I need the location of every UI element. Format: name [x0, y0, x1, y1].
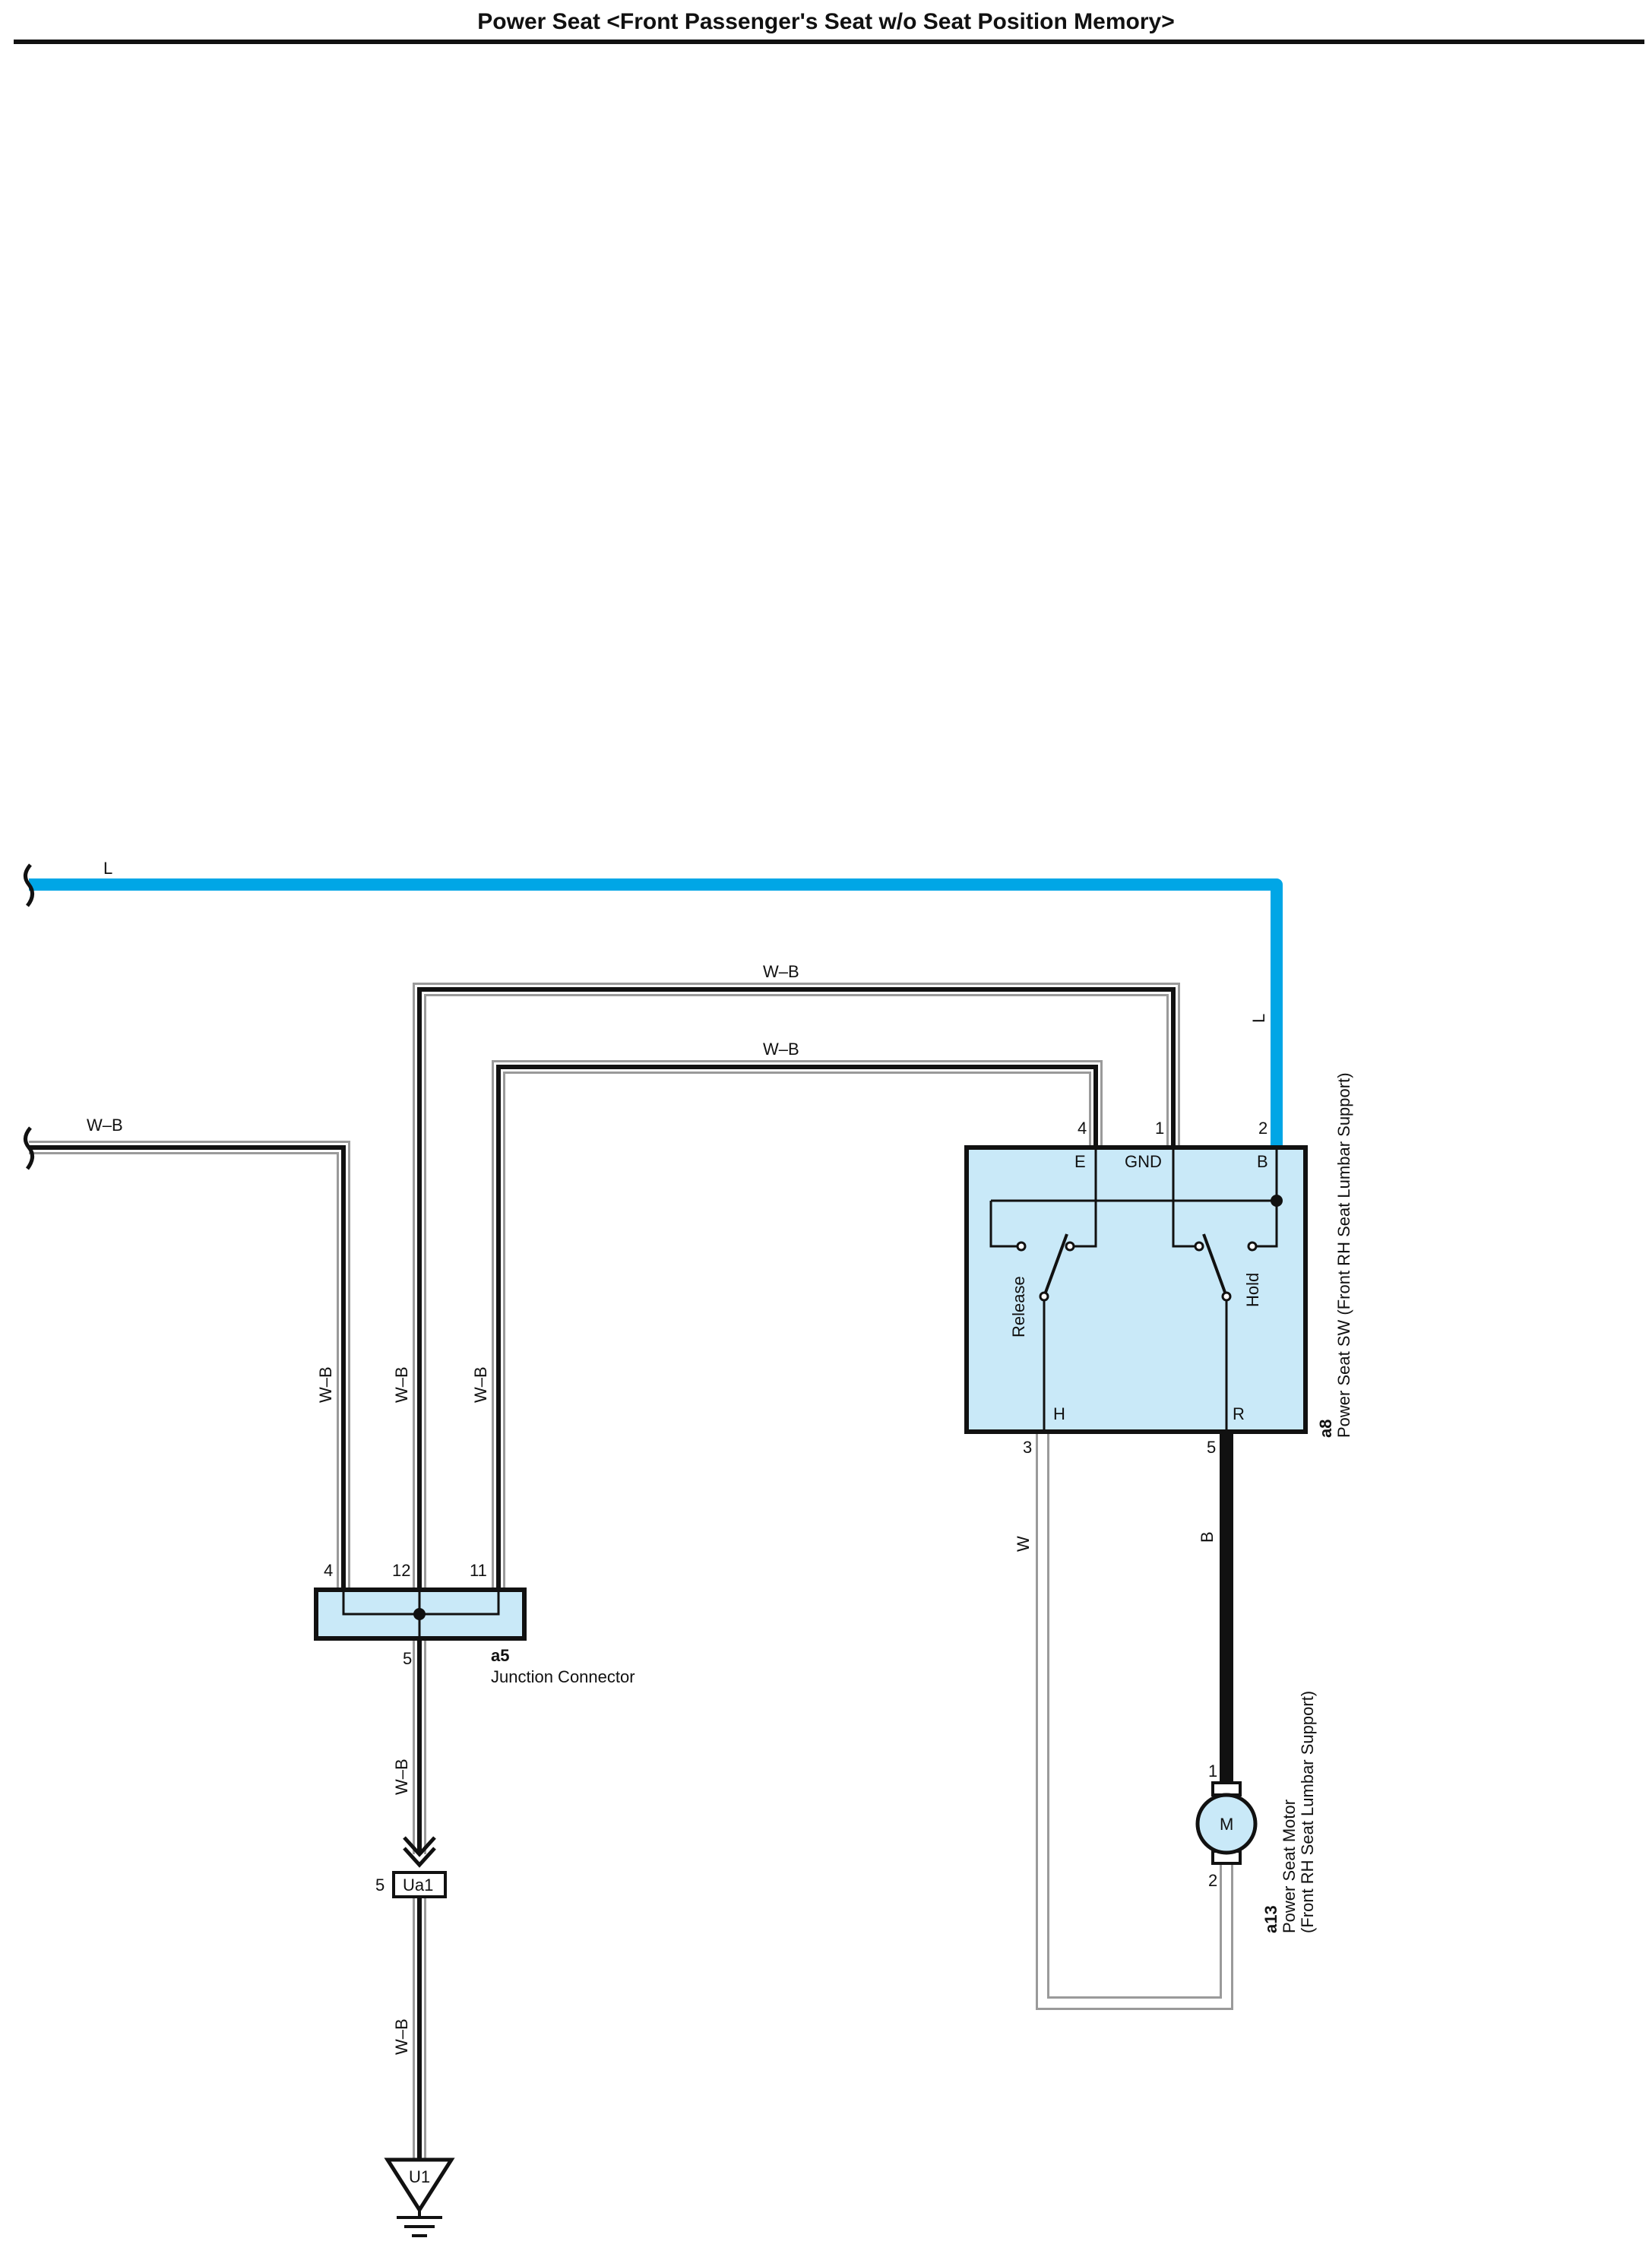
- switch-hold-label: Hold: [1243, 1273, 1262, 1307]
- junction-pin-11: 11: [470, 1561, 487, 1580]
- wire-label-wb-lower: W–B: [763, 1040, 799, 1059]
- junction-code: a5: [491, 1646, 509, 1665]
- wire-wb-lower: [492, 1060, 1103, 1590]
- ground-label: U1: [409, 2167, 430, 2186]
- wire-label-wb-vert-12: W–B: [392, 1366, 411, 1403]
- switch-terminal-e: E: [1074, 1152, 1086, 1171]
- wire-w: [1036, 1432, 1233, 2010]
- switch-pin-r: 5: [1207, 1438, 1216, 1457]
- motor-pin-2: 2: [1208, 1871, 1217, 1890]
- wire-label-w: W: [1014, 1536, 1033, 1552]
- wire-label-wb-left: W–B: [87, 1116, 123, 1135]
- junction-name: Junction Connector: [491, 1667, 635, 1686]
- wire-label-b: B: [1198, 1531, 1217, 1543]
- wire-label-wb-vert-11: W–B: [471, 1366, 490, 1403]
- wire-break-symbol-top: [24, 863, 34, 907]
- switch-pin-e: 4: [1078, 1119, 1087, 1138]
- wire-label-wb-junction-down: W–B: [392, 1758, 411, 1795]
- switch-terminal-gnd: GND: [1125, 1152, 1162, 1171]
- title-rule: [14, 40, 1644, 44]
- power-seat-switch: [964, 1145, 1308, 1434]
- junction-pin-12: 12: [392, 1561, 410, 1580]
- connector-ua1: [392, 1871, 447, 1898]
- motor-name-line2: (Front RH Seat Lumbar Support): [1298, 1691, 1317, 1933]
- switch-code: a8: [1316, 1420, 1335, 1438]
- motor-symbol: M: [1220, 1815, 1233, 1834]
- motor-name-line1: Power Seat Motor: [1280, 1800, 1299, 1933]
- wire-label-wb-vert-4: W–B: [316, 1366, 335, 1403]
- wire-label-wb-ground: W–B: [392, 2018, 411, 2055]
- motor-pin-1: 1: [1208, 1762, 1217, 1781]
- switch-pin-h: 3: [1023, 1438, 1032, 1457]
- switch-pin-gnd: 1: [1155, 1119, 1164, 1138]
- switch-pin-b: 2: [1258, 1119, 1267, 1138]
- power-seat-motor: [1195, 1781, 1258, 1865]
- wire-wb-left: [29, 1141, 350, 1590]
- switch-terminal-b: B: [1257, 1152, 1268, 1171]
- switch-name: Power Seat SW (Front RH Seat Lumbar Supp…: [1334, 1072, 1353, 1438]
- motor-code: a13: [1261, 1905, 1280, 1933]
- switch-terminal-r: R: [1233, 1404, 1245, 1423]
- ua1-pin: 5: [375, 1876, 385, 1895]
- wire-l: [29, 878, 1283, 1149]
- junction-pin-5: 5: [403, 1649, 412, 1668]
- ground-symbol: [384, 2157, 455, 2237]
- ua1-label: Ua1: [403, 1876, 433, 1895]
- junction-pin-4: 4: [324, 1561, 333, 1580]
- junction-connector: [314, 1587, 527, 1641]
- wire-label-l-top: L: [103, 859, 112, 878]
- switch-terminal-h: H: [1053, 1404, 1065, 1423]
- wire-break-symbol-left: [24, 1126, 34, 1170]
- wire-label-l-vertical: L: [1249, 1014, 1268, 1023]
- wire-label-wb-upper: W–B: [763, 962, 799, 981]
- switch-release-label: Release: [1009, 1276, 1028, 1337]
- page-title: Power Seat <Front Passenger's Seat w/o S…: [477, 9, 1175, 34]
- connector-arrow: [403, 1836, 436, 1868]
- wire-wb-upper: [413, 983, 1180, 1590]
